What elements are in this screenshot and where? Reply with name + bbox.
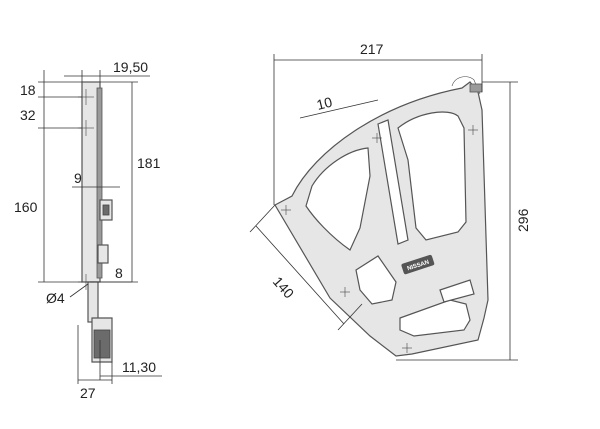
side-dimension-lines — [38, 70, 162, 384]
cutout-lower — [399, 299, 471, 337]
side-dim-27: 27 — [80, 385, 96, 401]
side-boss-dark — [102, 204, 110, 216]
side-dim-8: 8 — [115, 265, 123, 281]
side-dim-32: 32 — [20, 107, 36, 123]
cutout-slot — [377, 119, 409, 245]
cutout-small — [439, 279, 475, 303]
front-dim-296: 296 — [515, 208, 531, 232]
side-dim-160: 160 — [14, 199, 38, 215]
cutout-mid — [355, 255, 397, 305]
front-view: NISSAN 217 10 296 — [249, 41, 531, 361]
bracket-hook-plate — [469, 83, 483, 93]
side-dim-phi4: Ø4 — [46, 290, 65, 306]
front-dim-10: 10 — [315, 94, 334, 113]
side-pin — [97, 244, 109, 264]
cutout-upper-right — [397, 111, 467, 241]
front-dim-140: 140 — [270, 273, 298, 301]
side-dim-19-50: 19,50 — [113, 59, 148, 75]
side-dim-11-30: 11,30 — [122, 359, 156, 375]
side-view-part — [78, 81, 113, 363]
side-dim-181: 181 — [137, 155, 161, 171]
bracket-hook — [451, 76, 481, 95]
front-dim-217: 217 — [360, 41, 384, 57]
front-crosshairs — [281, 125, 478, 353]
side-view: 19,50 18 32 181 9 160 8 Ø4 27 11,30 — [14, 59, 162, 401]
side-dim-18: 18 — [20, 82, 36, 98]
side-flange — [96, 87, 103, 279]
side-foot-dark — [93, 329, 111, 359]
side-lower-arm — [87, 281, 99, 323]
front-dimension-lines — [249, 54, 518, 361]
side-dim-9: 9 — [74, 170, 82, 186]
cutout-left — [305, 147, 371, 251]
